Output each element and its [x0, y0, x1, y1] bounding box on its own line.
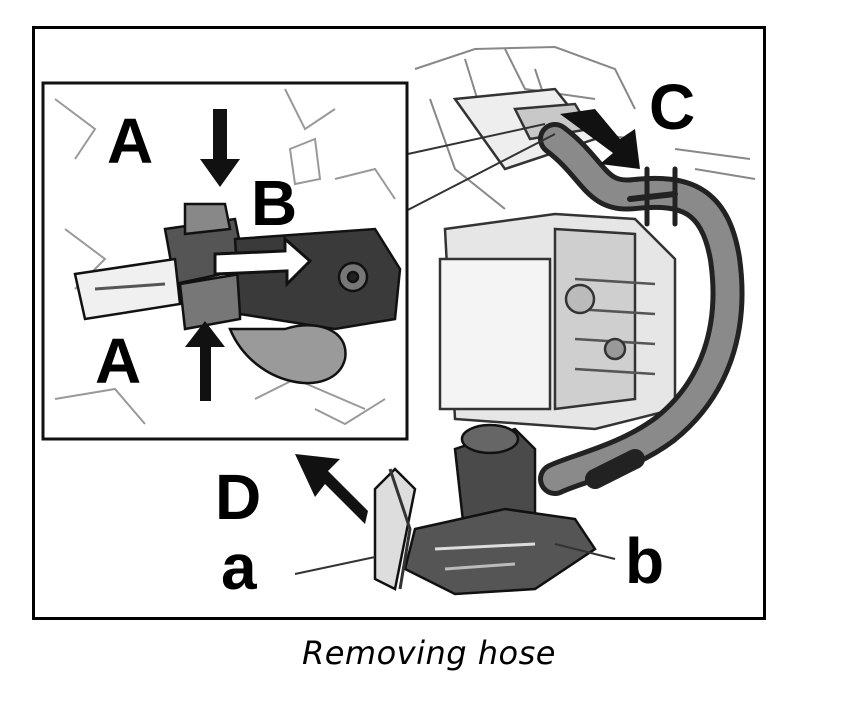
label-c: C: [649, 71, 696, 143]
engine-background-lines: [414, 45, 756, 210]
arrow-c: [560, 109, 640, 169]
inset-detail: [41, 81, 409, 441]
label-b-inset: B: [251, 167, 298, 239]
arrow-a-bottom: [185, 321, 225, 401]
label-a-lower: a: [221, 531, 257, 603]
arrow-b: [213, 235, 313, 288]
label-a-bottom: A: [95, 325, 142, 397]
illustration-frame: A B A C D a b: [32, 26, 766, 620]
leader-lines: [294, 123, 616, 575]
figure-caption: Removing hose: [302, 634, 556, 672]
arrow-d: [295, 454, 368, 524]
coolant-hose: [538, 122, 745, 496]
label-a-top: A: [107, 105, 154, 177]
arrow-a-top: [200, 109, 240, 187]
engine-block: [438, 87, 677, 431]
label-d: D: [215, 461, 262, 533]
valve-assembly: [373, 423, 597, 596]
engine-hose-drawing: [41, 45, 756, 596]
label-b-lower: b: [625, 525, 665, 597]
